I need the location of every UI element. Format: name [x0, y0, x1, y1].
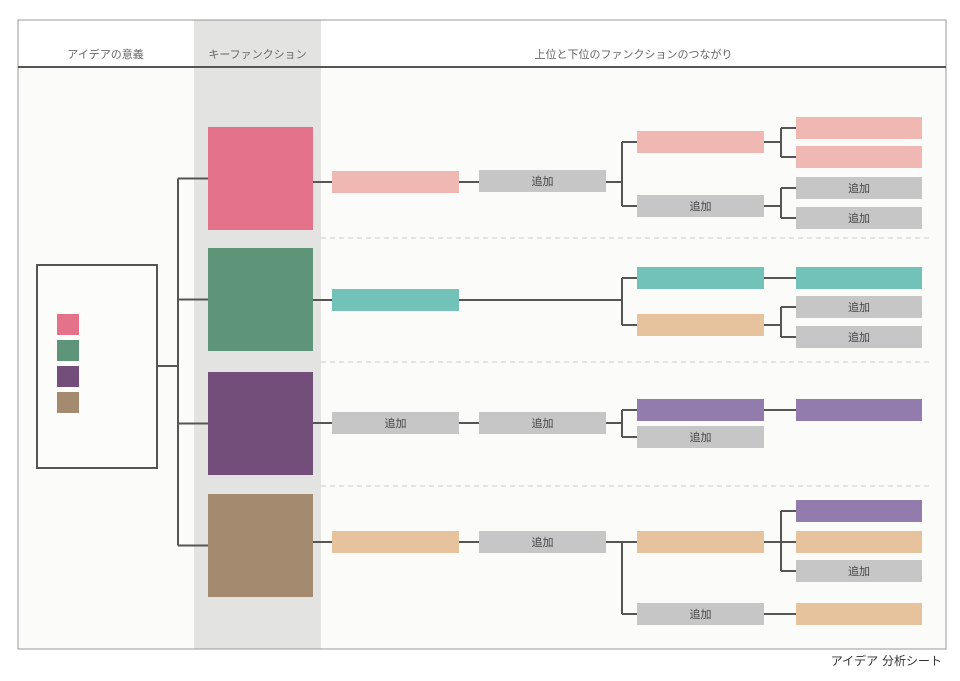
level4-function-box: [796, 177, 922, 199]
level4-function-box: [796, 267, 922, 289]
level3-function-box-label: 追加: [690, 607, 712, 621]
level3-function-box-label: 追加: [690, 199, 712, 213]
key-function-box: [208, 127, 313, 230]
level4-function-box-label: 追加: [848, 330, 870, 344]
meaning-swatch: [57, 366, 79, 387]
meaning-swatch: [57, 392, 79, 413]
key-function-box: [208, 248, 313, 351]
sheet-title: アイデア 分析シート: [830, 654, 942, 668]
level2-function-box-label: 追加: [532, 416, 554, 430]
level3-function-box: [637, 131, 764, 153]
level3-function-box: [637, 267, 764, 289]
level4-function-box: [796, 603, 922, 625]
level4-function-box-label: 追加: [848, 300, 870, 314]
level4-function-box: [796, 531, 922, 553]
level1-function-box-label: 追加: [385, 416, 407, 430]
level4-function-box: [796, 296, 922, 318]
level4-function-box: [796, 207, 922, 229]
level4-function-box: [796, 146, 922, 168]
level2-function-box-label: 追加: [532, 174, 554, 188]
level4-function-box-label: 追加: [848, 564, 870, 578]
level3-function-box: [637, 426, 764, 448]
level3-function-box: [637, 399, 764, 421]
level2-function-box: [479, 170, 606, 192]
level3-function-box: [637, 531, 764, 553]
header-meaning: アイデアの意義: [67, 48, 144, 61]
meaning-swatch: [57, 314, 79, 335]
level1-function-box: [332, 412, 459, 434]
level4-function-box: [796, 399, 922, 421]
key-function-box: [208, 494, 313, 597]
level1-function-box: [332, 531, 459, 553]
level1-function-box: [332, 171, 459, 193]
level3-function-box: [637, 195, 764, 217]
level3-function-box: [637, 603, 764, 625]
level4-function-box: [796, 560, 922, 582]
level4-function-box: [796, 500, 922, 522]
level4-function-box-label: 追加: [848, 211, 870, 225]
meaning-box: [36, 264, 158, 469]
level4-function-box: [796, 117, 922, 139]
level3-function-box-label: 追加: [690, 430, 712, 444]
level4-function-box-label: 追加: [848, 181, 870, 195]
header-key-functions: キーファンクション: [208, 48, 307, 61]
header-connections: 上位と下位のファンクションのつながり: [534, 48, 733, 61]
key-function-box: [208, 372, 313, 475]
level3-function-box: [637, 314, 764, 336]
level2-function-box: [479, 531, 606, 553]
level4-function-box: [796, 326, 922, 348]
level1-function-box: [332, 289, 459, 311]
level2-function-box: [479, 412, 606, 434]
meaning-swatch: [57, 340, 79, 361]
sheet-frame: [17, 19, 947, 650]
level2-function-box-label: 追加: [532, 535, 554, 549]
